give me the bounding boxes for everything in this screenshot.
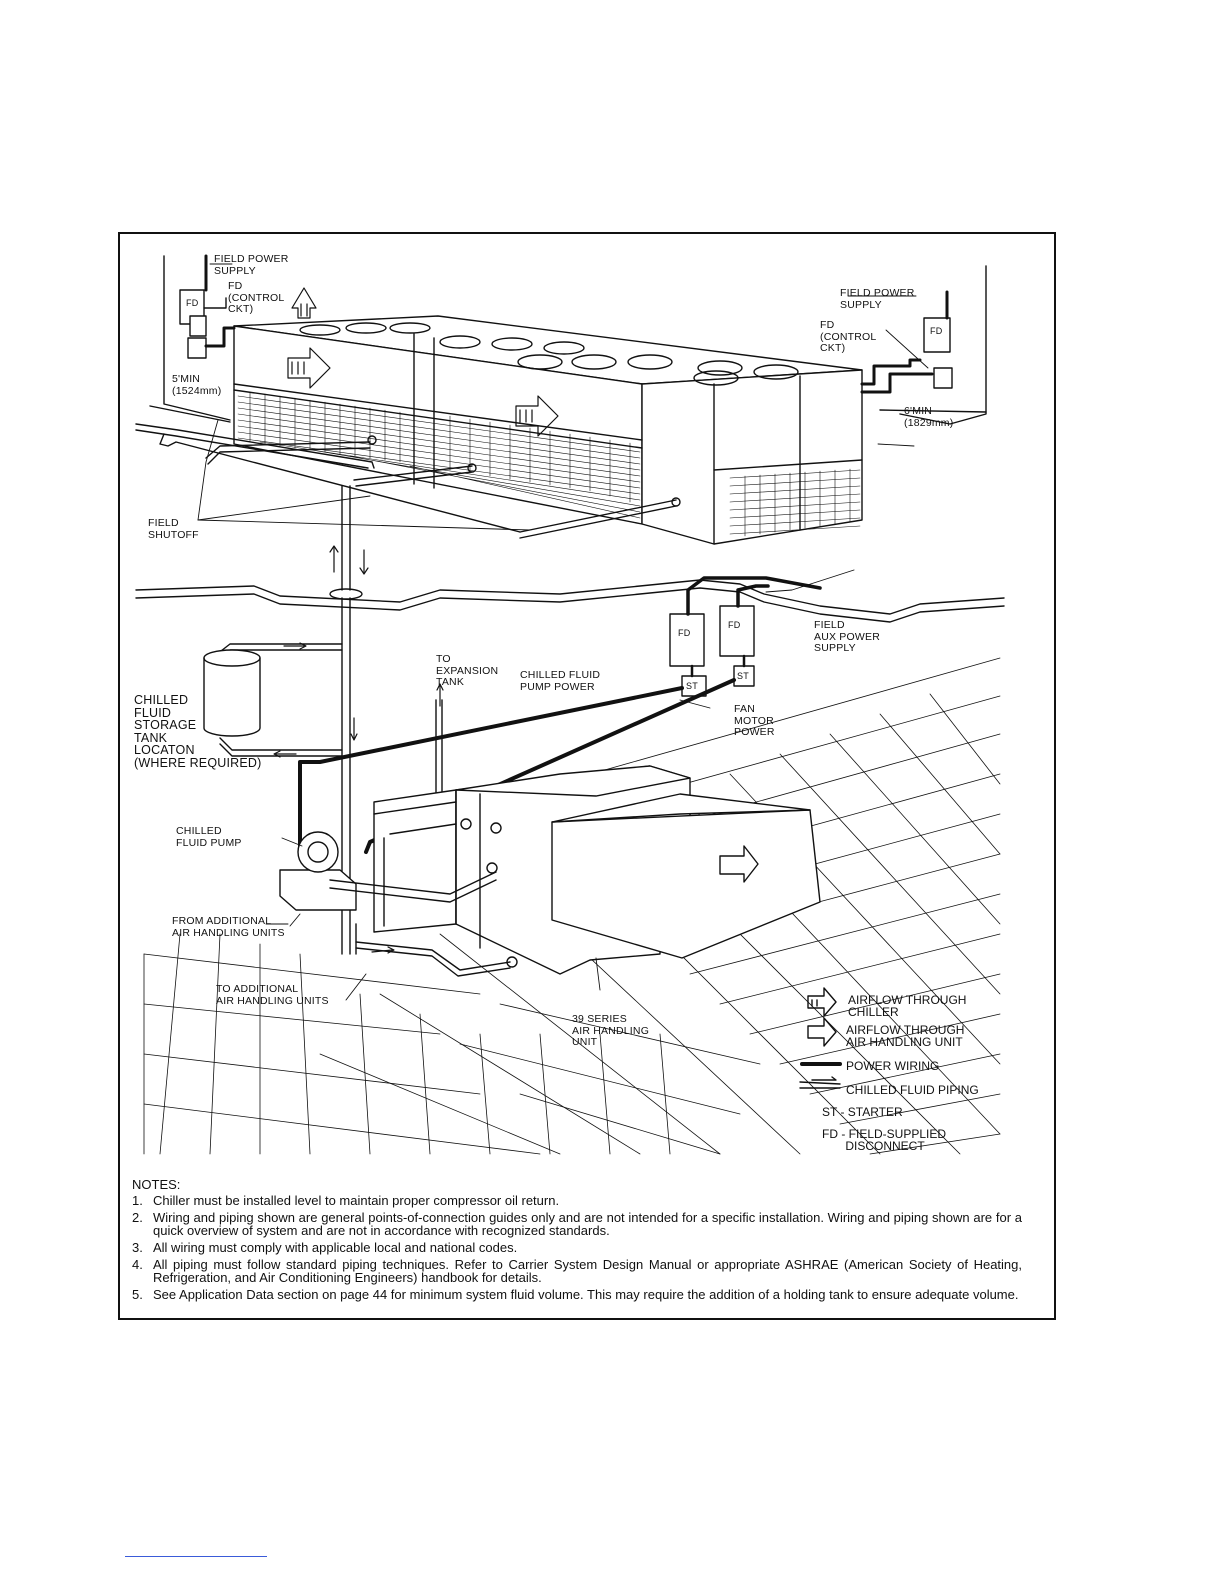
notes-list: 1. Chiller must be installed level to mai… <box>132 1194 1022 1301</box>
st-box-label: ST <box>737 671 749 681</box>
label-to-expansion-tank: TO EXPANSION TANK <box>436 653 499 688</box>
chilled-fluid-pump <box>279 831 357 911</box>
building-walls <box>149 255 987 425</box>
legend-airflow-chiller: AIRFLOW THROUGH CHILLER <box>848 993 967 1019</box>
note-item: 3. All wiring must comply with applicable… <box>132 1241 1022 1254</box>
legend-fd: FD - FIELD-SUPPLIED DISCONNECT <box>822 1127 947 1153</box>
fd-box-label: FD <box>930 326 943 336</box>
roof-line <box>135 579 1005 623</box>
note-number: 1. <box>132 1193 143 1208</box>
note-text: See Application Data section on page 44 … <box>153 1287 1019 1302</box>
fan-circles <box>299 322 799 386</box>
note-item: 2. Wiring and piping shown are general po… <box>132 1211 1022 1237</box>
note-item: 4. All piping must follow standard piping… <box>132 1258 1022 1284</box>
label-field-power-right: FIELD POWER SUPPLY <box>840 287 915 311</box>
label-39-series: 39 SERIES AIR HANDLING UNIT <box>572 1013 650 1048</box>
label-chilled-fluid-pump: CHILLED FLUID PUMP <box>176 825 242 849</box>
label-field-aux-power: FIELD AUX POWER SUPPLY <box>814 619 880 654</box>
legend-starter: ST - STARTER <box>822 1105 903 1119</box>
label-field-shutoff: FIELD SHUTOFF <box>148 517 199 541</box>
note-number: 2. <box>132 1210 143 1225</box>
note-number: 3. <box>132 1240 143 1255</box>
fd-box-label: FD <box>678 628 691 638</box>
label-storage-tank: CHILLED FLUID STORAGE TANK LOCATON (WHER… <box>134 693 262 770</box>
diagram-frame: FIELD POWER SUPPLY FD (CONTROL CKT) 5'MI… <box>118 232 1056 1320</box>
note-text: Wiring and piping shown are general poin… <box>153 1210 1022 1238</box>
note-item: 1. Chiller must be installed level to mai… <box>132 1194 1022 1207</box>
label-6ft-min: 6'MIN (1829mm) <box>904 405 954 429</box>
legend-power-wiring: POWER WIRING <box>846 1059 940 1073</box>
fd-box-label: FD <box>728 620 741 630</box>
note-number: 5. <box>132 1287 143 1302</box>
legend-airflow-ahu: AIRFLOW THROUGH AIR HANDLING UNIT <box>846 1023 965 1049</box>
chiller-airflow-arrow-icon <box>287 287 559 437</box>
note-text: All piping must follow standard piping t… <box>153 1257 1022 1285</box>
notes-section: NOTES: 1. Chiller must be installed level… <box>132 1178 1022 1305</box>
note-number: 4. <box>132 1257 143 1272</box>
power-wiring <box>298 678 736 854</box>
ahu-piping <box>329 871 511 977</box>
floor-grid <box>143 657 1001 1155</box>
coil-hatching <box>237 391 861 537</box>
note-item: 5. See Application Data section on page 4… <box>132 1288 1022 1301</box>
fd-box-label: FD <box>186 298 199 308</box>
note-text: Chiller must be installed level to maint… <box>153 1193 560 1208</box>
fd-disconnect-aux <box>669 605 755 697</box>
legend-symbols <box>799 987 842 1089</box>
legend-chilled-fluid-piping: CHILLED FLUID PIPING <box>846 1083 979 1097</box>
fd-disconnect-top-right <box>923 290 953 389</box>
label-to-additional: TO ADDITIONAL AIR HANDLING UNITS <box>216 983 329 1007</box>
flow-arrows <box>273 545 444 954</box>
label-fan-motor-power: FAN MOTOR POWER <box>734 703 775 738</box>
label-fd-control-left: FD (CONTROL CKT) <box>228 280 285 315</box>
notes-title: NOTES: <box>132 1177 181 1192</box>
label-5ft-min: 5'MIN (1524mm) <box>172 373 222 397</box>
chiller-unit <box>233 287 863 545</box>
label-field-power-left: FIELD POWER SUPPLY <box>214 253 289 277</box>
note-text: All wiring must comply with applicable l… <box>153 1240 518 1255</box>
storage-tank <box>203 649 261 737</box>
installation-illustration <box>135 254 1005 1155</box>
label-pump-power: CHILLED FLUID PUMP POWER <box>520 669 601 693</box>
air-handling-unit <box>373 765 821 975</box>
label-from-additional: FROM ADDITIONAL AIR HANDLING UNITS <box>172 915 285 939</box>
vertical-piping <box>211 597 443 955</box>
footer-link-underline[interactable] <box>125 1556 267 1557</box>
leader-lines <box>197 263 929 1001</box>
st-box-label: ST <box>686 681 698 691</box>
label-fd-control-right: FD (CONTROL CKT) <box>820 319 877 354</box>
chiller-piping <box>135 423 681 591</box>
fd-disconnect-top-left <box>179 254 227 337</box>
